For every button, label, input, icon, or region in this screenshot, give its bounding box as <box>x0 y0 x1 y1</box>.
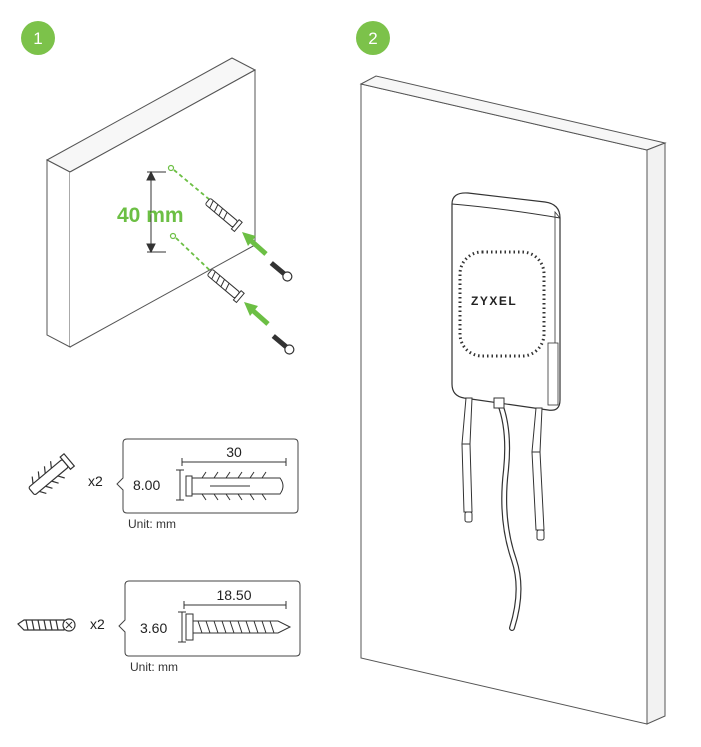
access-point-device: ZYXEL <box>451 192 561 411</box>
spacing-dimension-marker <box>146 170 166 254</box>
insert-arrow-upper <box>242 232 268 256</box>
step-1-number: 1 <box>33 29 42 48</box>
device-brand-logo: ZYXEL <box>471 294 517 308</box>
screw-upper <box>269 261 293 282</box>
step-1-wall <box>45 57 257 348</box>
anchor-length: 30 <box>226 444 242 460</box>
anchor-unit: Unit: mm <box>128 517 176 531</box>
step-1-badge: 1 <box>21 21 55 55</box>
drill-hole-lower <box>169 232 177 240</box>
step-2-badge: 2 <box>356 21 390 55</box>
step-2-number: 2 <box>368 29 377 48</box>
wall-anchor-lower <box>207 269 245 304</box>
insert-arrow-lower <box>244 302 270 326</box>
screw-part-icon <box>17 618 76 632</box>
screw-quantity: x2 <box>90 616 105 632</box>
drill-hole-upper <box>167 164 175 172</box>
screw-unit: Unit: mm <box>130 660 178 674</box>
screw-diameter: 3.60 <box>140 620 167 636</box>
screw-spec-box: 18.50 3.60 <box>118 580 301 657</box>
antenna-right <box>531 407 545 541</box>
ethernet-cable <box>493 397 522 631</box>
wall-anchor-upper <box>205 198 243 233</box>
anchor-spec-box: 30 8.00 <box>116 438 299 514</box>
screw-lower <box>271 334 295 355</box>
screw-drawing <box>185 613 292 641</box>
anchor-part-icon <box>28 452 76 496</box>
spacing-label: 40 mm <box>117 204 184 227</box>
anchor-drawing <box>185 471 284 501</box>
antenna-left <box>461 397 473 523</box>
anchor-quantity: x2 <box>88 473 103 489</box>
anchor-diameter: 8.00 <box>133 477 160 493</box>
guide-line-lower <box>175 237 223 283</box>
screw-length: 18.50 <box>216 587 251 603</box>
